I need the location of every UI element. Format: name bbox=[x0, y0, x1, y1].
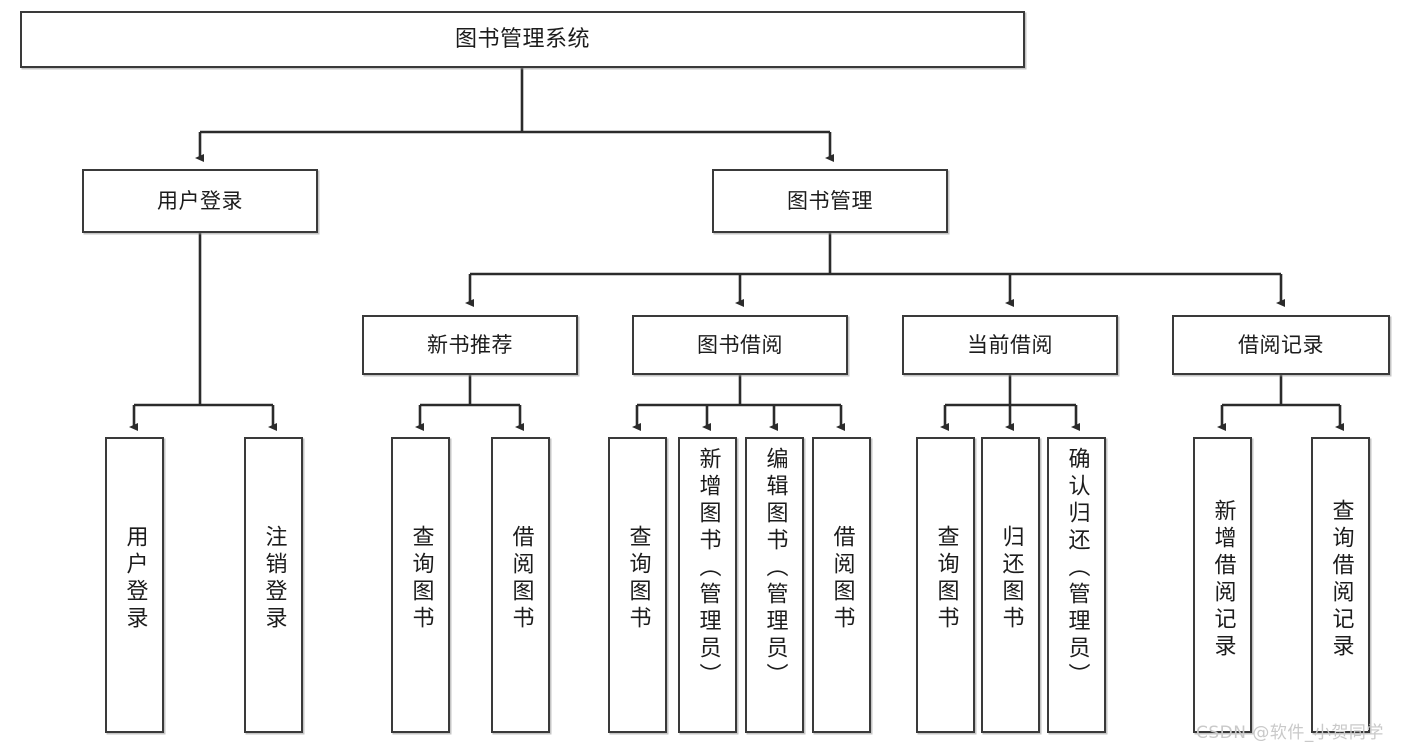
leaf-query-book-borrow[interactable]: 查询图书 bbox=[608, 437, 667, 733]
leaf-borrow-book-recommend-label: 借阅图书 bbox=[508, 525, 534, 633]
leaf-query-borrow-record-label: 查询借阅记录 bbox=[1328, 499, 1354, 661]
node-user-login-label: 用户登录 bbox=[157, 188, 243, 213]
node-book-borrow-label: 图书借阅 bbox=[697, 332, 783, 357]
leaf-confirm-return-admin-label: 确认归还（管理员） bbox=[1064, 447, 1090, 690]
leaf-borrow-book-label: 借阅图书 bbox=[829, 525, 855, 633]
leaf-borrow-book-recommend[interactable]: 借阅图书 bbox=[491, 437, 550, 733]
leaf-user-logout[interactable]: 注销登录 bbox=[244, 437, 303, 733]
leaf-borrow-book[interactable]: 借阅图书 bbox=[812, 437, 871, 733]
node-current-borrow[interactable]: 当前借阅 bbox=[902, 315, 1118, 375]
node-root[interactable]: 图书管理系统 bbox=[20, 11, 1025, 68]
node-new-book-recommend[interactable]: 新书推荐 bbox=[362, 315, 578, 375]
leaf-confirm-return-admin[interactable]: 确认归还（管理员） bbox=[1047, 437, 1106, 733]
leaf-add-borrow-record[interactable]: 新增借阅记录 bbox=[1193, 437, 1252, 733]
node-book-borrow[interactable]: 图书借阅 bbox=[632, 315, 848, 375]
leaf-query-borrow-record[interactable]: 查询借阅记录 bbox=[1311, 437, 1370, 733]
leaf-return-book[interactable]: 归还图书 bbox=[981, 437, 1040, 733]
leaf-query-book-recommend[interactable]: 查询图书 bbox=[391, 437, 450, 733]
leaf-user-login-label: 用户登录 bbox=[122, 525, 148, 633]
node-new-book-recommend-label: 新书推荐 bbox=[427, 332, 513, 357]
leaf-add-book-admin-label: 新增图书（管理员） bbox=[695, 447, 721, 690]
watermark: CSDN @软件_小贺同学 bbox=[1196, 723, 1384, 743]
leaf-edit-book-admin-label: 编辑图书（管理员） bbox=[762, 447, 788, 690]
leaf-return-book-label: 归还图书 bbox=[998, 525, 1024, 633]
leaf-add-book-admin[interactable]: 新增图书（管理员） bbox=[678, 437, 737, 733]
node-book-management-label: 图书管理 bbox=[787, 188, 873, 213]
leaf-user-login[interactable]: 用户登录 bbox=[105, 437, 164, 733]
leaf-user-logout-label: 注销登录 bbox=[261, 525, 287, 633]
node-user-login[interactable]: 用户登录 bbox=[82, 169, 318, 233]
node-book-management[interactable]: 图书管理 bbox=[712, 169, 948, 233]
node-borrow-records[interactable]: 借阅记录 bbox=[1172, 315, 1390, 375]
leaf-edit-book-admin[interactable]: 编辑图书（管理员） bbox=[745, 437, 804, 733]
node-root-label: 图书管理系统 bbox=[454, 26, 590, 52]
leaf-query-book-current[interactable]: 查询图书 bbox=[916, 437, 975, 733]
leaf-query-book-borrow-label: 查询图书 bbox=[625, 525, 651, 633]
leaf-add-borrow-record-label: 新增借阅记录 bbox=[1210, 499, 1236, 661]
node-current-borrow-label: 当前借阅 bbox=[967, 332, 1053, 357]
node-borrow-records-label: 借阅记录 bbox=[1238, 332, 1324, 357]
leaf-query-book-current-label: 查询图书 bbox=[933, 525, 959, 633]
leaf-query-book-recommend-label: 查询图书 bbox=[408, 525, 434, 633]
